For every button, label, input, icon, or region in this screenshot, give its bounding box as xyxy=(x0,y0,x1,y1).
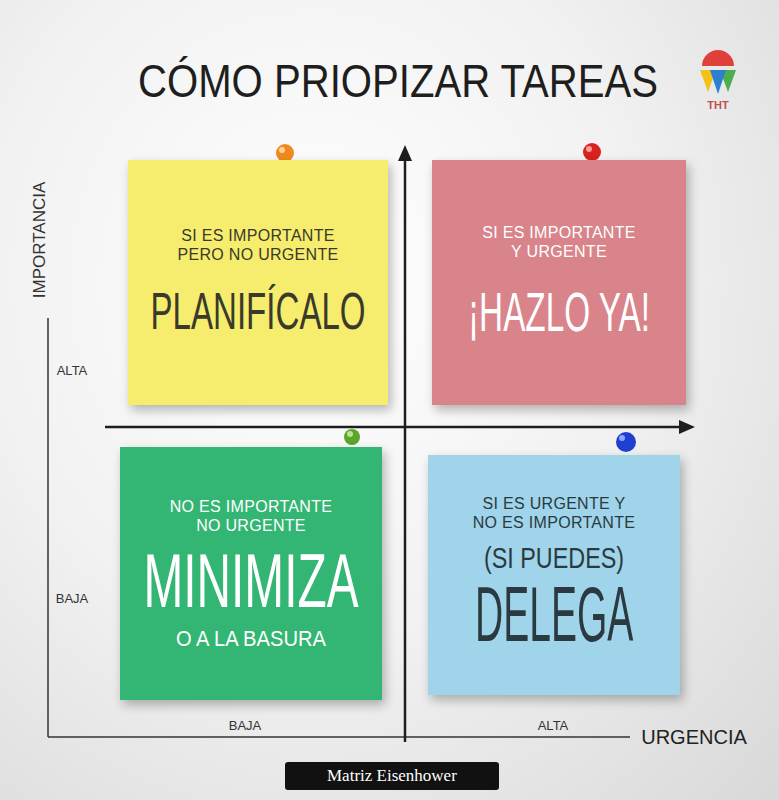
pushpin-shine xyxy=(586,146,592,152)
logo-icon xyxy=(700,50,736,94)
arrow-head xyxy=(398,145,412,161)
axis-level: ALTA xyxy=(57,363,88,378)
sticky-note: SI ES IMPORTANTE Y URGENTE ¡HAZLO YA! xyxy=(432,160,686,405)
pushpin-shine xyxy=(279,147,285,153)
action-word: MINIMIZA xyxy=(143,541,358,621)
axis-lines xyxy=(48,145,695,742)
sticky-note: NO ES IMPORTANTE NO URGENTE MINIMIZA O A L… xyxy=(120,447,382,700)
sticky-note: SI ES IMPORTANTE PERO NO URGENTE PLANIFÍC… xyxy=(128,160,388,405)
pushpin xyxy=(616,432,636,452)
pushpin-shine xyxy=(619,435,625,441)
condition-text: SI ES IMPORTANTE Y URGENTE xyxy=(479,223,639,261)
action-word: DELEGA xyxy=(475,574,633,656)
title: CÓMO PRIOPIZAR TAREAS xyxy=(138,56,658,107)
pushpin-shine xyxy=(347,431,353,437)
action-word: PLANIFÍCALO xyxy=(150,284,365,339)
action-note: (SI PUEDES) xyxy=(484,542,624,574)
arrow-head xyxy=(679,420,695,434)
axis-title: IMPORTANCIA xyxy=(30,182,50,299)
condition-text: NO ES IMPORTANTE NO URGENTE xyxy=(164,497,339,535)
axis-level: BAJA xyxy=(229,718,262,733)
importance-axis xyxy=(47,318,49,737)
caption: Matriz Eisenhower xyxy=(285,762,499,790)
pushpin xyxy=(344,429,360,445)
axis-level: BAJA xyxy=(56,591,89,606)
condition-text: SI ES URGENTE Y NO ES IMPORTANTE xyxy=(472,494,637,532)
pushpin xyxy=(583,143,601,161)
axis-title: URGENCIA xyxy=(641,726,747,749)
axis-level: ALTA xyxy=(538,718,569,733)
logo-text: THT xyxy=(707,99,728,111)
condition-text: SI ES IMPORTANTE PERO NO URGENTE xyxy=(171,226,346,264)
vertical-arrow xyxy=(404,158,407,742)
action-word: ¡HAZLO YA! xyxy=(468,283,650,342)
logo-shape xyxy=(710,70,726,94)
horizontal-arrow xyxy=(105,426,682,429)
urgency-axis xyxy=(48,736,630,738)
action-note: O A LA BASURA xyxy=(176,627,326,650)
logo-shape xyxy=(702,50,734,66)
sticky-note: SI ES URGENTE Y NO ES IMPORTANTE (SI PUED… xyxy=(428,455,680,695)
